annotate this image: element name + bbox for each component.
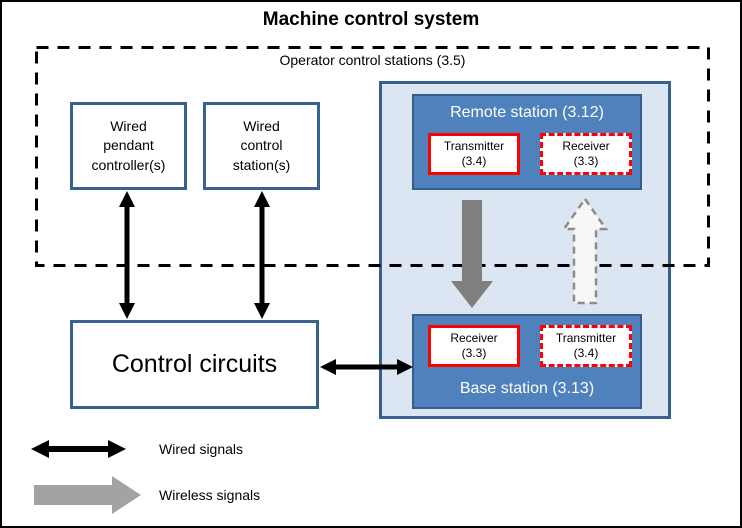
page-title: Machine control system — [262, 9, 480, 30]
base-station-label: Base station (3.13) — [459, 380, 595, 397]
remote-transmitter-box: Transmitter (3.4) — [428, 133, 520, 175]
remote-station-label: Remote station (3.12) — [450, 104, 604, 121]
legend-wired-arrow-icon — [31, 440, 126, 458]
base-station-box: Receiver (3.3) Transmitter (3.4) Base st… — [412, 314, 642, 409]
legend-wireless-arrow-icon — [34, 476, 141, 514]
remote-station-box: Remote station (3.12) Transmitter (3.4) … — [412, 94, 642, 190]
base-receiver-box: Receiver (3.3) — [428, 325, 520, 367]
control-circuits-box: Control circuits — [70, 320, 319, 409]
wired-arrow-pendant-icon — [119, 191, 135, 319]
base-transmitter-box: Transmitter (3.4) — [540, 325, 632, 367]
legend-wireless-label: Wireless signals — [159, 487, 261, 503]
wired-control-station-box: Wired control station(s) — [203, 102, 320, 190]
remote-receiver-box: Receiver (3.3) — [540, 133, 632, 175]
operator-stations-label: Operator control stations (3.5) — [279, 52, 466, 68]
wired-pendant-controller-box: Wired pendant controller(s) — [70, 102, 187, 190]
wired-arrow-station-icon — [254, 191, 270, 319]
legend-wired-label: Wired signals — [159, 441, 244, 457]
